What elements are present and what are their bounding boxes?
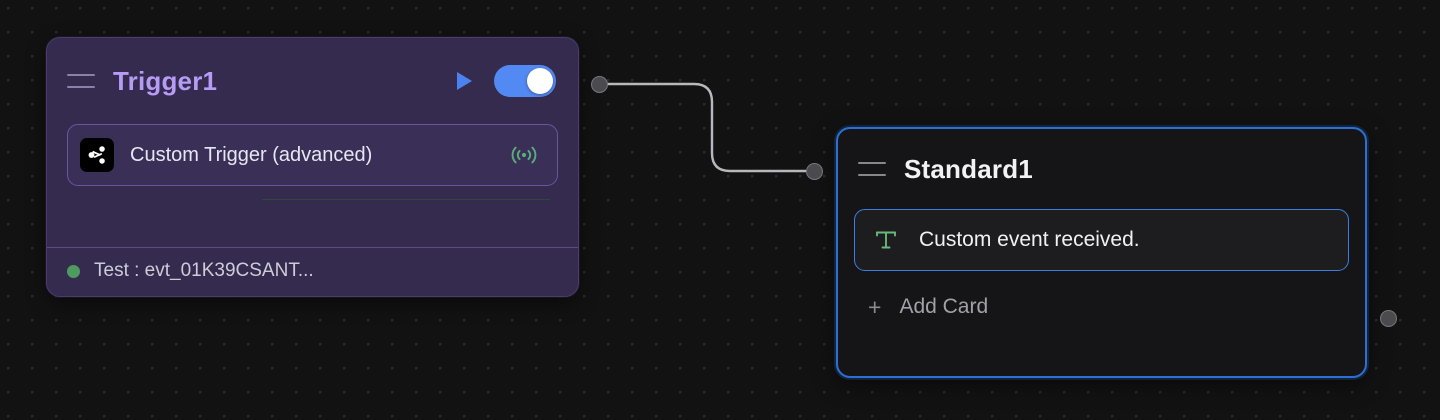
node-trigger1[interactable]: Trigger1 Custom Trigger (advanced) — [46, 37, 579, 297]
plus-icon: + — [868, 293, 882, 320]
standard1-header[interactable]: Standard1 — [838, 129, 1365, 209]
drag-handle-icon[interactable] — [858, 162, 886, 176]
trigger-divider — [47, 247, 578, 248]
edge-trigger1-to-standard1[interactable] — [605, 82, 808, 173]
status-dot — [67, 264, 80, 278]
standard-text-card[interactable]: Custom event received. — [854, 209, 1349, 271]
enable-toggle[interactable] — [494, 65, 556, 97]
standard-card-label: Custom event received. — [919, 228, 1140, 251]
broadcast-icon — [509, 142, 539, 168]
trigger-card-label: Custom Trigger (advanced) — [130, 143, 373, 166]
play-icon[interactable] — [452, 69, 476, 93]
node-title-standard1: Standard1 — [904, 153, 1033, 184]
trigger-config-card[interactable]: Custom Trigger (advanced) — [67, 124, 558, 186]
standard-input-port[interactable] — [806, 163, 823, 180]
add-card-label: Add Card — [899, 295, 989, 318]
trigger-output-port[interactable] — [591, 76, 608, 93]
trigger-status-row[interactable]: Test : evt_01K39CSANT... — [47, 246, 578, 296]
trigger-card-underline — [262, 199, 550, 200]
drag-handle-icon[interactable] — [67, 74, 95, 88]
add-card-button[interactable]: + Add Card — [854, 287, 1349, 327]
share-nodes-icon — [80, 138, 114, 172]
toggle-knob — [527, 68, 553, 94]
standard-output-port[interactable] — [1380, 310, 1397, 327]
text-T-icon — [873, 227, 899, 253]
node-standard1[interactable]: Standard1 Custom event received. + Add C… — [836, 127, 1367, 378]
status-text: Test : evt_01K39CSANT... — [94, 260, 314, 281]
trigger1-header[interactable]: Trigger1 — [47, 38, 578, 124]
node-title-trigger1: Trigger1 — [113, 65, 218, 96]
